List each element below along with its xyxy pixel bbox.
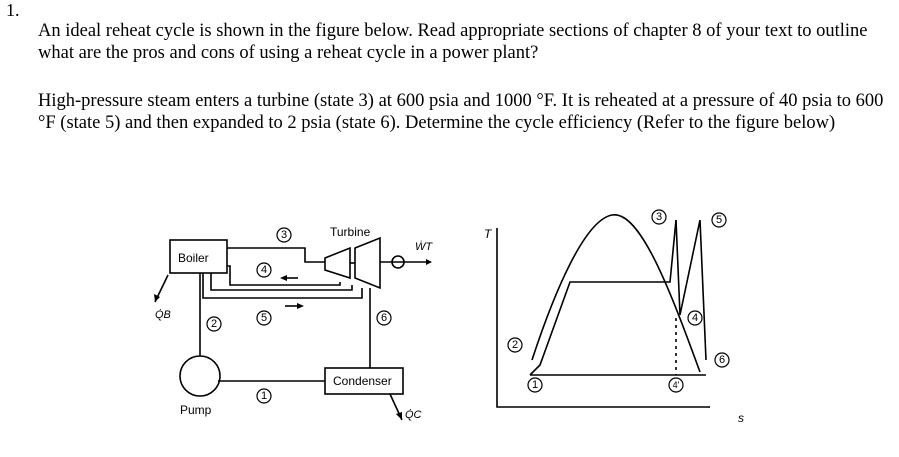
ts-axes bbox=[496, 228, 708, 408]
schematic-state-3: 3 bbox=[281, 229, 287, 241]
s-axis-label: s bbox=[738, 411, 744, 425]
t-axis-label: T bbox=[484, 227, 493, 241]
turbine-lp bbox=[354, 236, 381, 290]
reheat-line-inner bbox=[210, 273, 353, 291]
work-label: ẆT bbox=[415, 241, 433, 253]
line-state-4 bbox=[227, 265, 341, 286]
turbine-generator bbox=[391, 255, 405, 269]
ts-expansion-reheat bbox=[675, 219, 707, 361]
reheat-schematic bbox=[154, 236, 430, 421]
ts-state-2: 2 bbox=[512, 339, 518, 351]
ts-heating-path bbox=[529, 219, 677, 376]
ts-state-5: 5 bbox=[716, 214, 722, 226]
schematic-state-4: 4 bbox=[261, 264, 267, 276]
schematic-state-5: 5 bbox=[261, 312, 267, 324]
ts-diagram bbox=[496, 214, 712, 408]
question-intro-paragraph: An ideal reheat cycle is shown in the fi… bbox=[38, 21, 868, 63]
question-problem-paragraph: High-pressure steam enters a turbine (st… bbox=[38, 91, 884, 133]
pump-label: Pump bbox=[180, 403, 212, 417]
line-state-3 bbox=[227, 247, 325, 263]
turbine-hp bbox=[324, 246, 351, 280]
ts-state-1: 1 bbox=[532, 379, 538, 391]
ts-state-markers bbox=[507, 209, 730, 393]
ts-state-4-prime: 4' bbox=[673, 380, 680, 390]
schematic-state-1: 1 bbox=[261, 390, 267, 402]
reheat-line-outer bbox=[202, 273, 363, 299]
saturation-dome bbox=[531, 214, 701, 373]
boiler-box bbox=[169, 239, 228, 274]
schematic-state-6: 6 bbox=[381, 312, 387, 324]
schematic-state-markers bbox=[206, 227, 392, 404]
ts-state-4: 4 bbox=[692, 312, 698, 324]
schematic-arrowheads bbox=[154, 259, 432, 420]
pump-circle bbox=[179, 355, 221, 397]
ts-state-3: 3 bbox=[656, 211, 662, 223]
heat-in-label: Q̇B bbox=[155, 308, 171, 321]
boiler-label: Boiler bbox=[178, 251, 209, 265]
schematic-state-2: 2 bbox=[211, 318, 217, 330]
question-number: 1. bbox=[6, 0, 20, 20]
ts-state-6: 6 bbox=[719, 354, 725, 366]
turbine-label: Turbine bbox=[330, 225, 371, 239]
condenser-label: Condenser bbox=[333, 374, 392, 388]
heat-out-label: Q̇C bbox=[405, 408, 422, 421]
